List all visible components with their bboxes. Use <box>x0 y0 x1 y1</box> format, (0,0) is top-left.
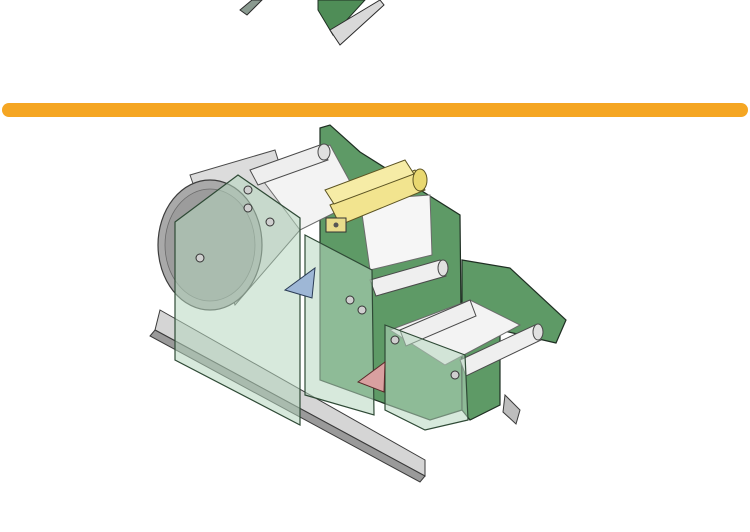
orange-divider-bar <box>2 103 748 117</box>
previous-illustration-fragment <box>239 0 385 46</box>
roller-middle <box>369 259 449 297</box>
front-glass-plates <box>174 174 469 431</box>
fragment-left-bracket <box>239 0 263 16</box>
cone-adjuster-blue <box>283 266 316 299</box>
roller-yellow-rear <box>324 159 415 205</box>
fragment-green-panel <box>317 0 385 46</box>
rollers <box>249 143 544 377</box>
yellow-roller-brackets <box>325 217 347 233</box>
shaft-ends <box>195 185 460 380</box>
roller-top-left <box>249 143 331 186</box>
cone-adjuster-red <box>356 360 386 393</box>
machine-illustration <box>149 124 567 483</box>
